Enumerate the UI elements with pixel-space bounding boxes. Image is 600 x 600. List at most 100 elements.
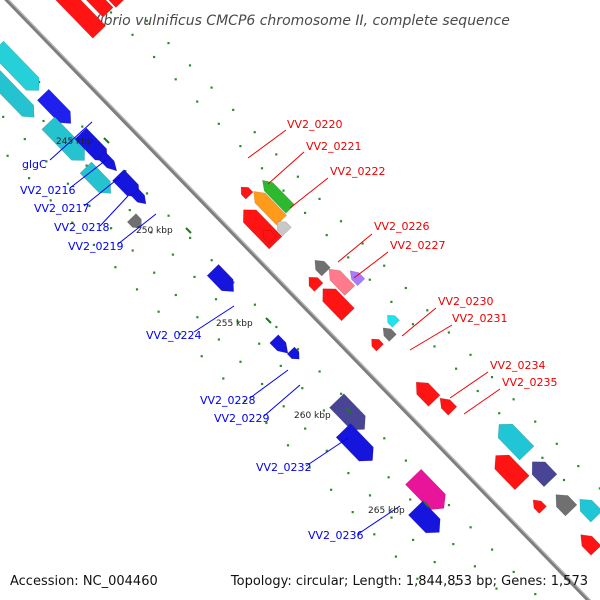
gene-label-VV2_0216[interactable]: VV2_0216 (20, 184, 76, 197)
gene-arrow[interactable] (262, 229, 277, 244)
track-dot (473, 565, 476, 568)
gene-arrow[interactable] (286, 346, 300, 360)
gene-arrow[interactable] (130, 188, 147, 205)
gene-arrow[interactable] (415, 381, 441, 407)
gene-arrow[interactable] (497, 423, 535, 461)
track-dot (394, 555, 397, 558)
track-dot (171, 253, 174, 256)
gene-arrow[interactable] (328, 268, 356, 296)
label-leader-line (49, 121, 93, 161)
track-dot (282, 189, 285, 192)
gene-label-VV2_0224[interactable]: VV2_0224 (146, 329, 202, 342)
gene-arrow[interactable] (322, 288, 355, 322)
gene-arrow[interactable] (79, 161, 112, 194)
gene-arrow[interactable] (532, 499, 547, 514)
track-dot (452, 543, 455, 546)
gene-arrow[interactable] (0, 69, 35, 118)
label-leader-line (401, 307, 437, 337)
gene-label-VV2_0222[interactable]: VV2_0222 (330, 165, 386, 178)
scale-tick (265, 317, 272, 324)
gene-label-VV2_0218[interactable]: VV2_0218 (54, 221, 110, 234)
track-dot (304, 427, 307, 430)
track-dot (347, 472, 350, 475)
gene-arrow[interactable] (555, 494, 578, 517)
track-dot (196, 316, 199, 319)
gene-arrow[interactable] (240, 186, 254, 200)
label-leader-line (337, 233, 373, 263)
gene-arrow[interactable] (262, 179, 295, 214)
gene-arrow[interactable] (580, 534, 600, 556)
track-dot (390, 300, 393, 303)
gene-arrow[interactable] (314, 259, 331, 277)
gene-arrow[interactable] (382, 327, 397, 342)
gene-arrow[interactable] (329, 393, 366, 431)
track-dot (49, 199, 52, 202)
track-dot (114, 266, 117, 269)
track-dot (433, 561, 436, 564)
gene-arrow[interactable] (0, 40, 40, 91)
gene-arrow[interactable] (531, 461, 558, 488)
gene-label-VV2_0219[interactable]: VV2_0219 (68, 240, 124, 253)
map-title-bar: Vibrio vulnificus CMCP6 chromosome II, c… (0, 10, 600, 29)
track-dot (145, 192, 149, 195)
gene-label-VV2_0220[interactable]: VV2_0220 (287, 118, 343, 131)
scale-tick-marks (103, 137, 430, 508)
gene-arrow[interactable] (97, 151, 118, 172)
gene-label-VV2_0227[interactable]: VV2_0227 (390, 239, 446, 252)
gene-arrow[interactable] (387, 314, 400, 328)
track-dot (222, 377, 225, 380)
gene-label-VV2_0229[interactable]: VV2_0229 (214, 412, 270, 425)
track-dot (42, 119, 45, 123)
track-dot (387, 476, 390, 479)
scale-tick (423, 501, 430, 508)
gene-label-VV2_0221[interactable]: VV2_0221 (306, 140, 362, 153)
gene-label-glgC[interactable]: glgC (22, 158, 47, 171)
gene-arrow[interactable] (276, 221, 292, 237)
track-dot (153, 55, 156, 59)
gene-label-VV2_0232[interactable]: VV2_0232 (256, 461, 312, 474)
topology-summary-text: Topology: circular; Length: 1,844,853 bp… (230, 574, 588, 589)
gene-arrow[interactable] (44, 0, 114, 18)
track-dot (318, 370, 321, 373)
gene-arrow[interactable] (579, 498, 600, 523)
gene-label-VV2_0231[interactable]: VV2_0231 (452, 312, 508, 325)
gene-arrow[interactable] (36, 88, 72, 124)
gene-arrow[interactable] (371, 338, 384, 352)
track-dot (243, 399, 246, 402)
track-dot (28, 177, 31, 180)
gene-label-VV2_0217[interactable]: VV2_0217 (34, 202, 90, 215)
gene-arrow[interactable] (407, 500, 441, 534)
track-dot (2, 115, 5, 118)
gene-arrow[interactable] (308, 276, 324, 292)
gene-label-VV2_0230[interactable]: VV2_0230 (438, 295, 494, 308)
gene-label-VV2_0235[interactable]: VV2_0235 (502, 376, 558, 389)
gene-label-VV2_0226[interactable]: VV2_0226 (374, 220, 430, 233)
track-dot (416, 577, 419, 580)
gene-arrow[interactable] (269, 334, 289, 354)
label-leader-line (249, 369, 289, 399)
track-dot (217, 338, 220, 341)
track-dot (131, 249, 134, 252)
track-dot (135, 288, 139, 291)
gene-arrow[interactable] (23, 0, 107, 39)
gene-label-VV2_0234[interactable]: VV2_0234 (490, 359, 546, 372)
tick-label-245: 245 kbp (56, 137, 93, 147)
tick-label-255: 255 kbp (216, 319, 253, 329)
track-dot (361, 242, 364, 245)
label-leader-line (83, 176, 121, 207)
track-dot (404, 286, 407, 290)
gene-arrow[interactable] (58, 0, 126, 8)
gene-arrow[interactable] (206, 263, 235, 292)
gene-arrow[interactable] (494, 454, 530, 491)
gene-arrow[interactable] (126, 213, 142, 229)
gene-label-VV2_0236[interactable]: VV2_0236 (308, 529, 364, 542)
track-dot (373, 533, 376, 536)
track-dot (275, 153, 278, 156)
label-leader-line (99, 195, 129, 227)
gene-arrow[interactable] (335, 423, 374, 462)
gene-arrow[interactable] (404, 468, 446, 510)
gene-label-VV2_0228[interactable]: VV2_0228 (200, 394, 256, 407)
track-dot (469, 353, 472, 356)
gene-arrow[interactable] (439, 397, 458, 416)
track-dot (286, 444, 290, 447)
